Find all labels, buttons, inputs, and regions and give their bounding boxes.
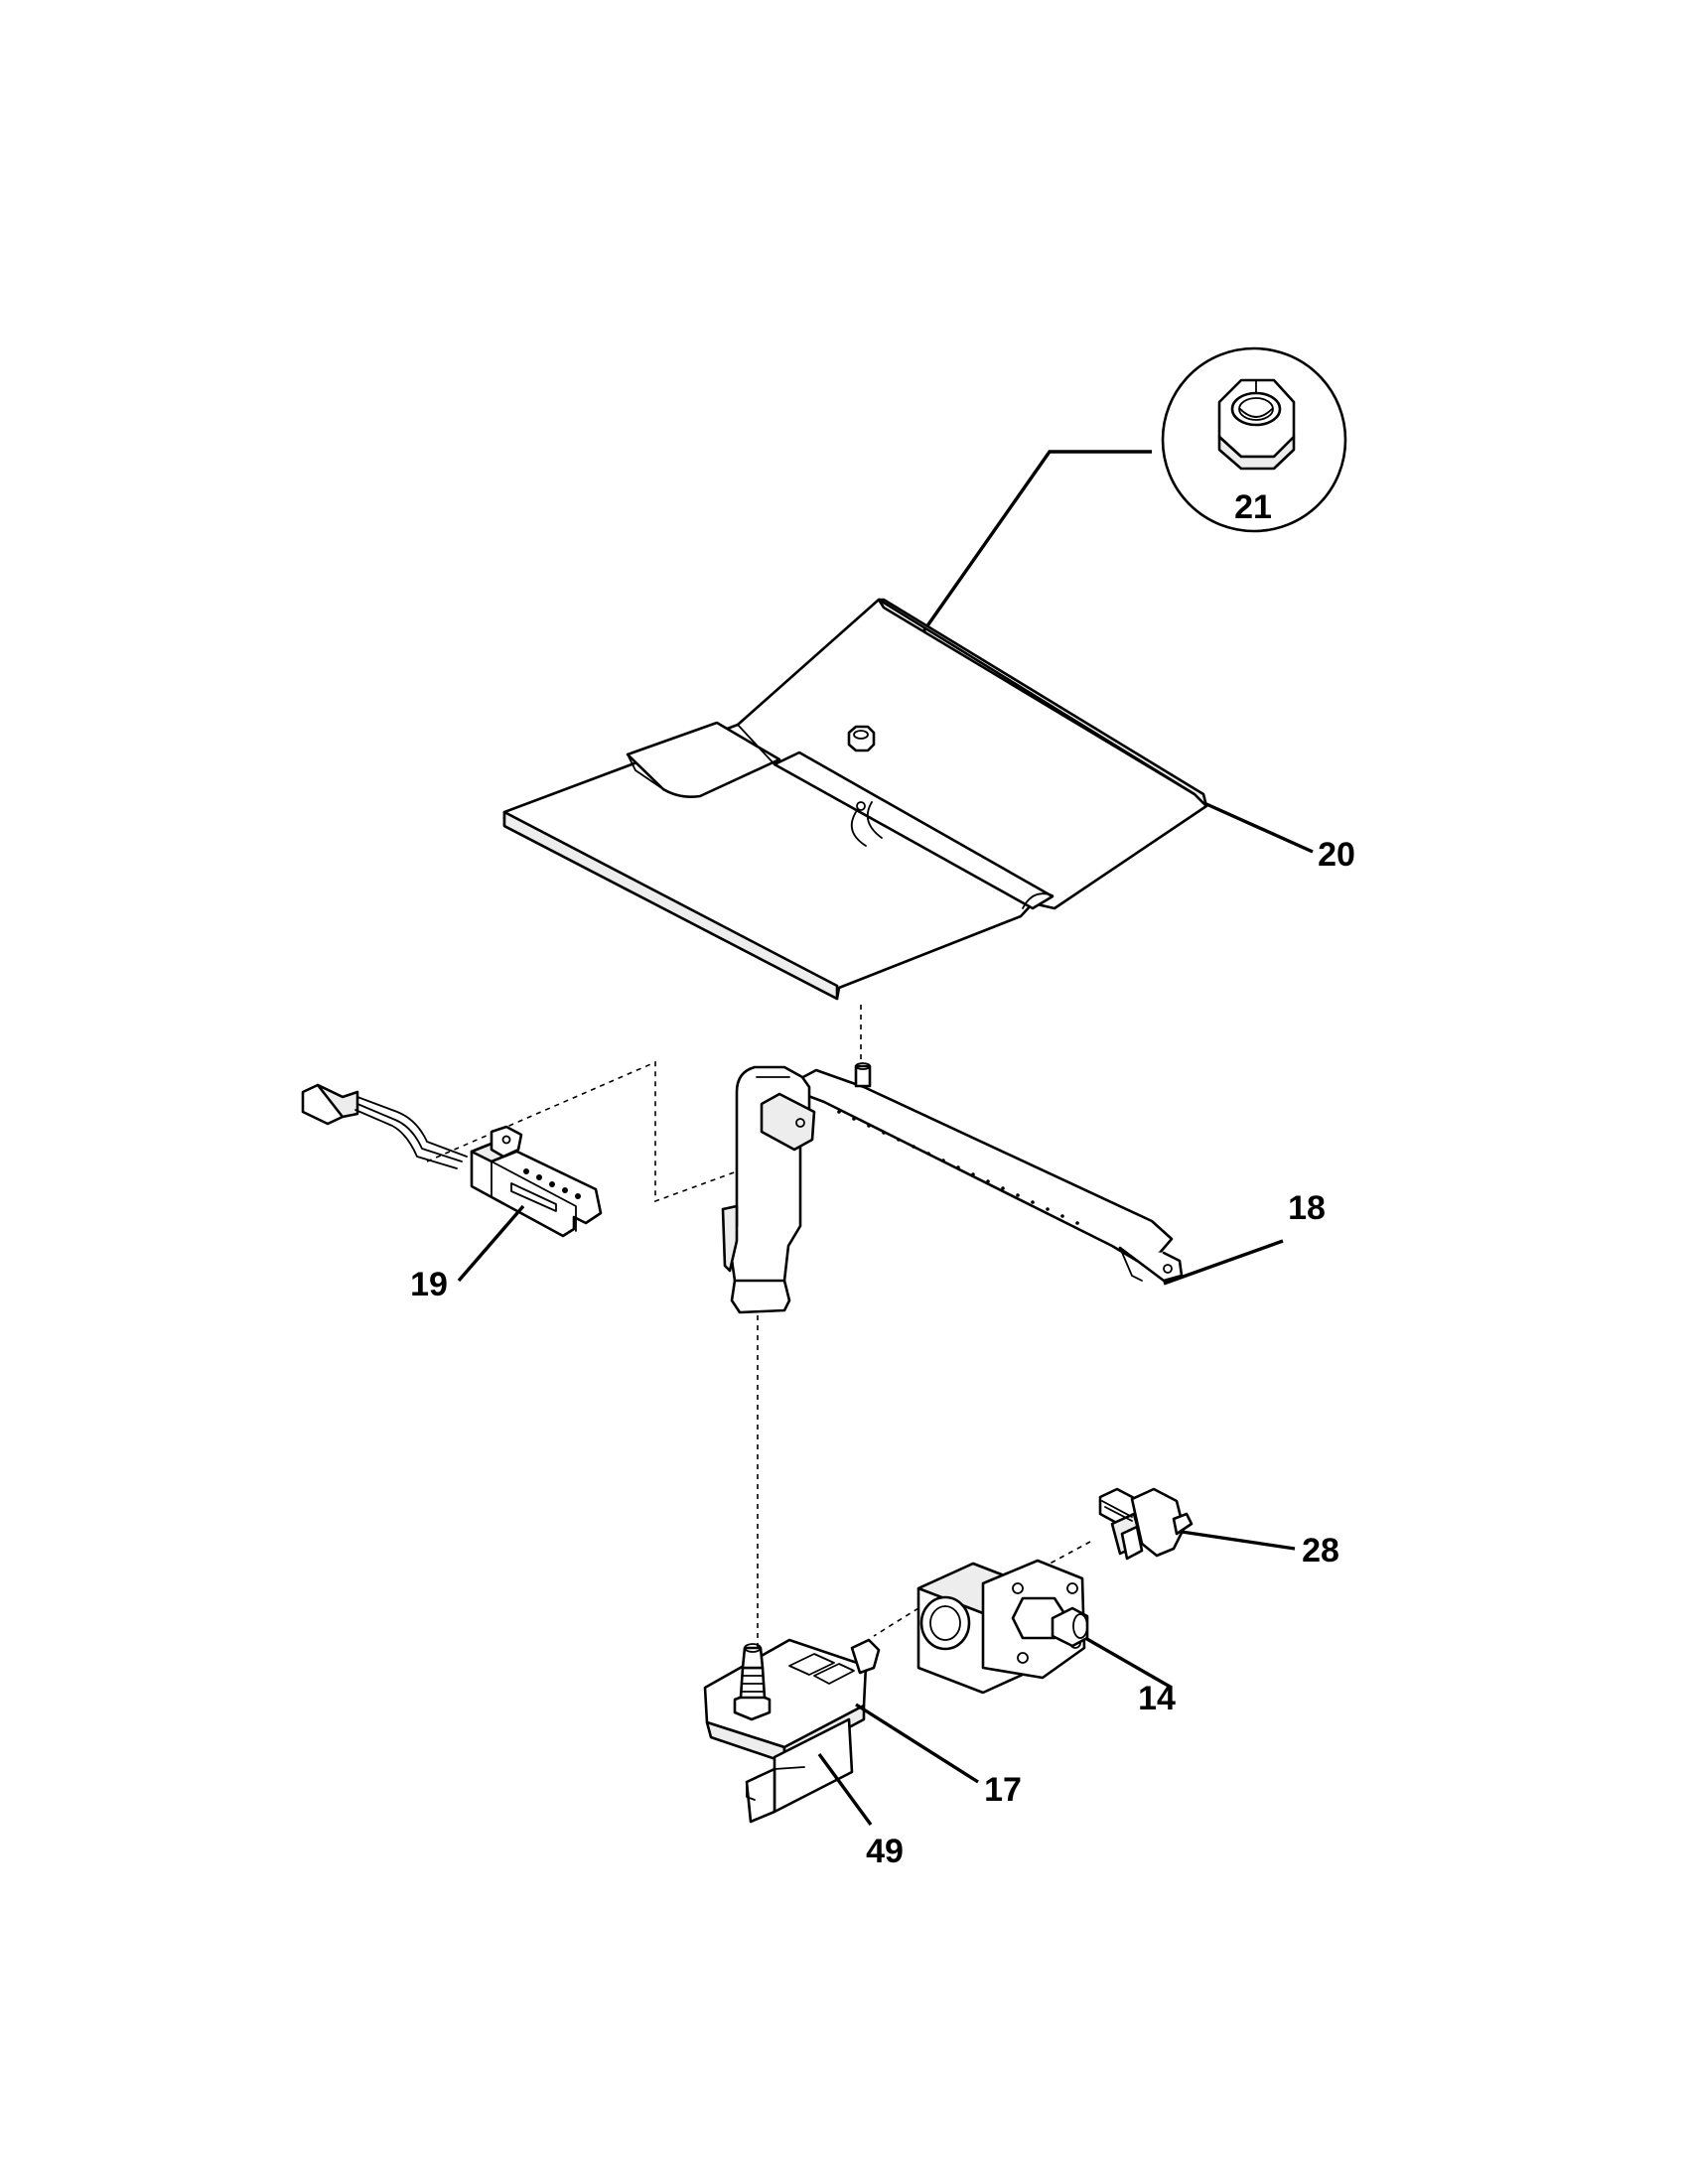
leader-20 (1205, 802, 1314, 854)
part-20-burner-baffle (502, 598, 1208, 1001)
leader-49 (817, 1752, 873, 1827)
callout-20: 20 (1318, 836, 1355, 874)
callout-18: 18 (1288, 1189, 1326, 1227)
callout-21: 21 (1234, 488, 1272, 526)
leader-17 (855, 1703, 979, 1784)
part-17-safety-valve (703, 1638, 881, 1764)
callout-49: 49 (866, 1833, 904, 1870)
callout-28: 28 (1302, 1532, 1339, 1570)
callout-19: 19 (410, 1266, 448, 1303)
leader-19 (457, 1204, 525, 1283)
part-19-igniter (301, 1083, 603, 1238)
part-21-nut-detail (1161, 346, 1347, 533)
leader-21 (866, 450, 1152, 712)
callout-17: 17 (984, 1771, 1022, 1809)
part-49-bracket (745, 1717, 854, 1824)
part-14-gas-valve (916, 1559, 1089, 1695)
leader-14 (1084, 1636, 1173, 1690)
leader-18 (1163, 1239, 1284, 1286)
callout-14: 14 (1138, 1680, 1176, 1717)
burner-ports (837, 1110, 1079, 1225)
part-18-burner-tube (721, 1062, 1184, 1314)
leader-28 (1181, 1530, 1296, 1551)
part-28-fitting (1098, 1487, 1194, 1561)
